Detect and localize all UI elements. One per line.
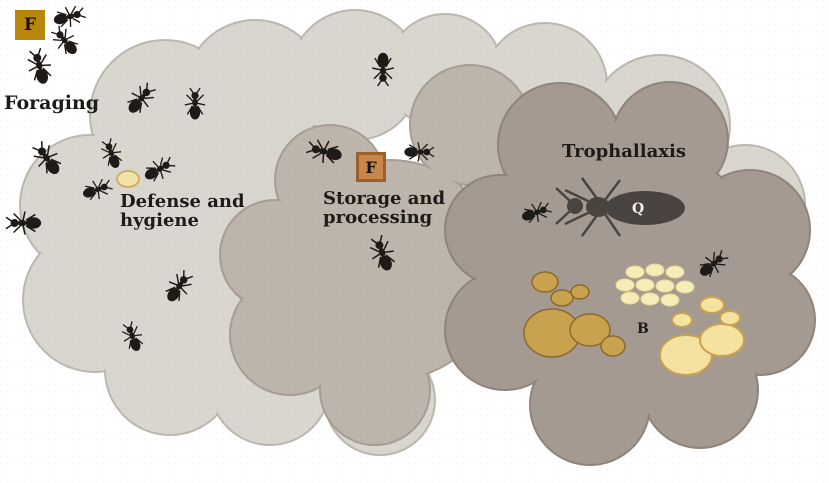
refuse-item <box>116 170 140 188</box>
larvae <box>523 271 626 358</box>
storage-processing-label: Storage and processing <box>323 188 446 228</box>
storage-label-line2: processing <box>323 206 433 228</box>
brood-marker: B <box>637 321 649 337</box>
queen-marker: Q <box>632 201 645 217</box>
trophallaxis-label: Trophallaxis <box>562 141 686 162</box>
pupae <box>659 296 745 376</box>
eggs <box>615 263 695 307</box>
food-outside-badge: F <box>15 10 45 40</box>
storage-label-line1: Storage and <box>323 188 446 209</box>
defense-hygiene-label: Defense and hygiene <box>120 191 245 231</box>
food-stored-badge: F <box>356 152 386 182</box>
defense-label-line2: hygiene <box>120 209 199 231</box>
foraging-label: Foraging <box>4 92 100 114</box>
defense-label-line1: Defense and <box>120 191 245 212</box>
queen-ant <box>555 177 685 237</box>
